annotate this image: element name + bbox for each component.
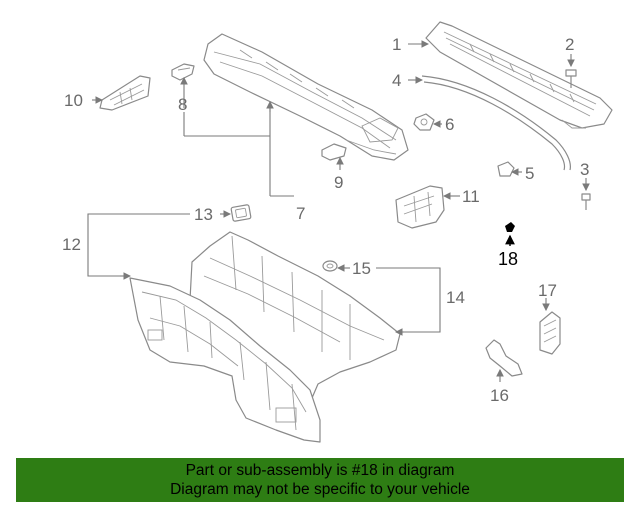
callout-13: 13 bbox=[194, 205, 213, 224]
part-10-bracket bbox=[99, 75, 151, 111]
callout-4: 4 bbox=[392, 71, 401, 90]
callout-18: 18 bbox=[498, 249, 518, 269]
part-17-pad bbox=[539, 311, 561, 355]
part-1-cowl-louver bbox=[425, 21, 613, 129]
part-3-screw bbox=[581, 193, 591, 210]
callout-6: 6 bbox=[445, 115, 454, 134]
callout-16: 16 bbox=[490, 386, 509, 405]
part-12-14-dash-panel bbox=[129, 231, 401, 443]
part-7-cowl-panel bbox=[203, 33, 409, 161]
part-5-clip bbox=[497, 161, 515, 177]
part-8-clip bbox=[171, 63, 195, 81]
part-15-grommet bbox=[322, 260, 338, 272]
part-16-bracket bbox=[485, 339, 523, 377]
callout-10: 10 bbox=[64, 91, 83, 110]
part-9-clip bbox=[321, 143, 347, 161]
callout-5: 5 bbox=[525, 164, 534, 183]
callout-8: 8 bbox=[178, 95, 187, 114]
part-2-screw bbox=[565, 69, 577, 88]
part-18-clip bbox=[505, 222, 515, 232]
callout-labels: 1 2 3 4 5 6 7 8 9 10 11 12 13 14 15 16 1… bbox=[62, 35, 589, 405]
banner-line-1: Part or sub-assembly is #18 in diagram bbox=[185, 462, 455, 479]
part-13-plug bbox=[230, 204, 252, 222]
callout-3: 3 bbox=[580, 160, 589, 179]
callout-11: 11 bbox=[462, 187, 480, 206]
callout-15: 15 bbox=[352, 259, 371, 278]
leader-lines bbox=[87, 40, 590, 382]
part-6-grommet bbox=[413, 113, 435, 131]
banner-line-2: Diagram may not be specific to your vehi… bbox=[170, 481, 470, 498]
callout-2: 2 bbox=[565, 35, 574, 54]
callout-17: 17 bbox=[538, 281, 557, 300]
part-11-bracket bbox=[395, 185, 445, 229]
info-banner: Part or sub-assembly is #18 in diagram D… bbox=[16, 458, 624, 502]
part-4-seal bbox=[421, 75, 571, 171]
callout-7: 7 bbox=[296, 204, 305, 223]
callout-12: 12 bbox=[62, 235, 81, 254]
callout-14: 14 bbox=[446, 288, 465, 307]
callout-1: 1 bbox=[392, 35, 401, 54]
callout-9: 9 bbox=[334, 173, 343, 192]
